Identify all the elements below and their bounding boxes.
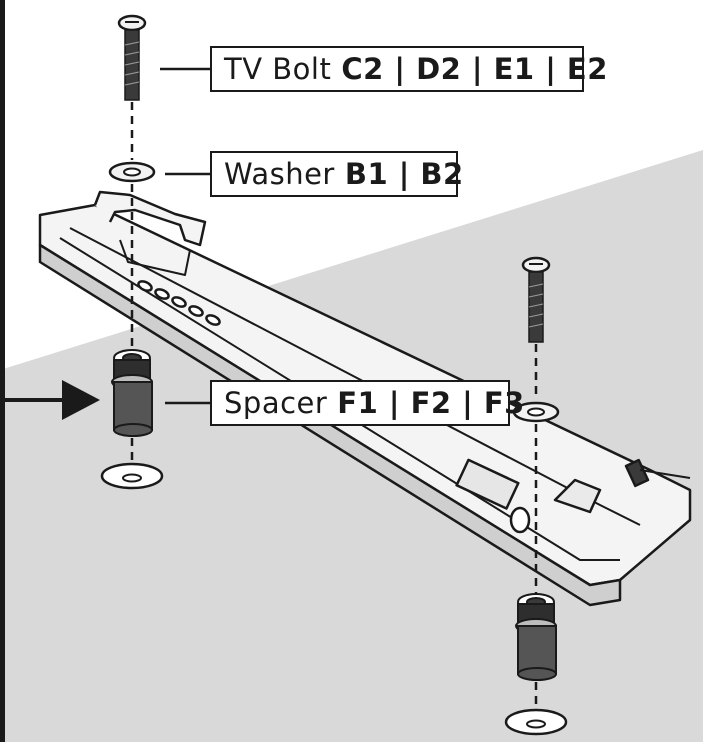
spacer-codes: F1 | F2 | F3 — [337, 386, 525, 420]
washer-part — [108, 161, 156, 183]
tv-bolt-part — [117, 14, 147, 101]
spacer-callout: Spacer F1 | F2 | F3 — [210, 380, 524, 426]
mount-hole-right — [504, 708, 568, 736]
spacer-part-right — [515, 593, 557, 681]
tv-bolt-callout: TV Bolt C2 | D2 | E1 | E2 — [210, 46, 607, 92]
tv-bolt-label: TV Bolt — [224, 52, 332, 86]
tv-bolt-part-right — [521, 256, 551, 343]
washer-part-right — [512, 401, 560, 423]
washer-label: Washer — [224, 157, 335, 191]
arrow-icon — [0, 380, 100, 420]
tv-bolt-codes: C2 | D2 | E1 | E2 — [341, 52, 608, 86]
left-border-rule — [0, 0, 5, 742]
spacer-label: Spacer — [224, 386, 328, 420]
mount-hole-left — [100, 462, 164, 490]
spacer-part — [111, 349, 153, 437]
washer-callout: Washer B1 | B2 — [210, 151, 463, 197]
washer-codes: B1 | B2 — [344, 157, 464, 191]
